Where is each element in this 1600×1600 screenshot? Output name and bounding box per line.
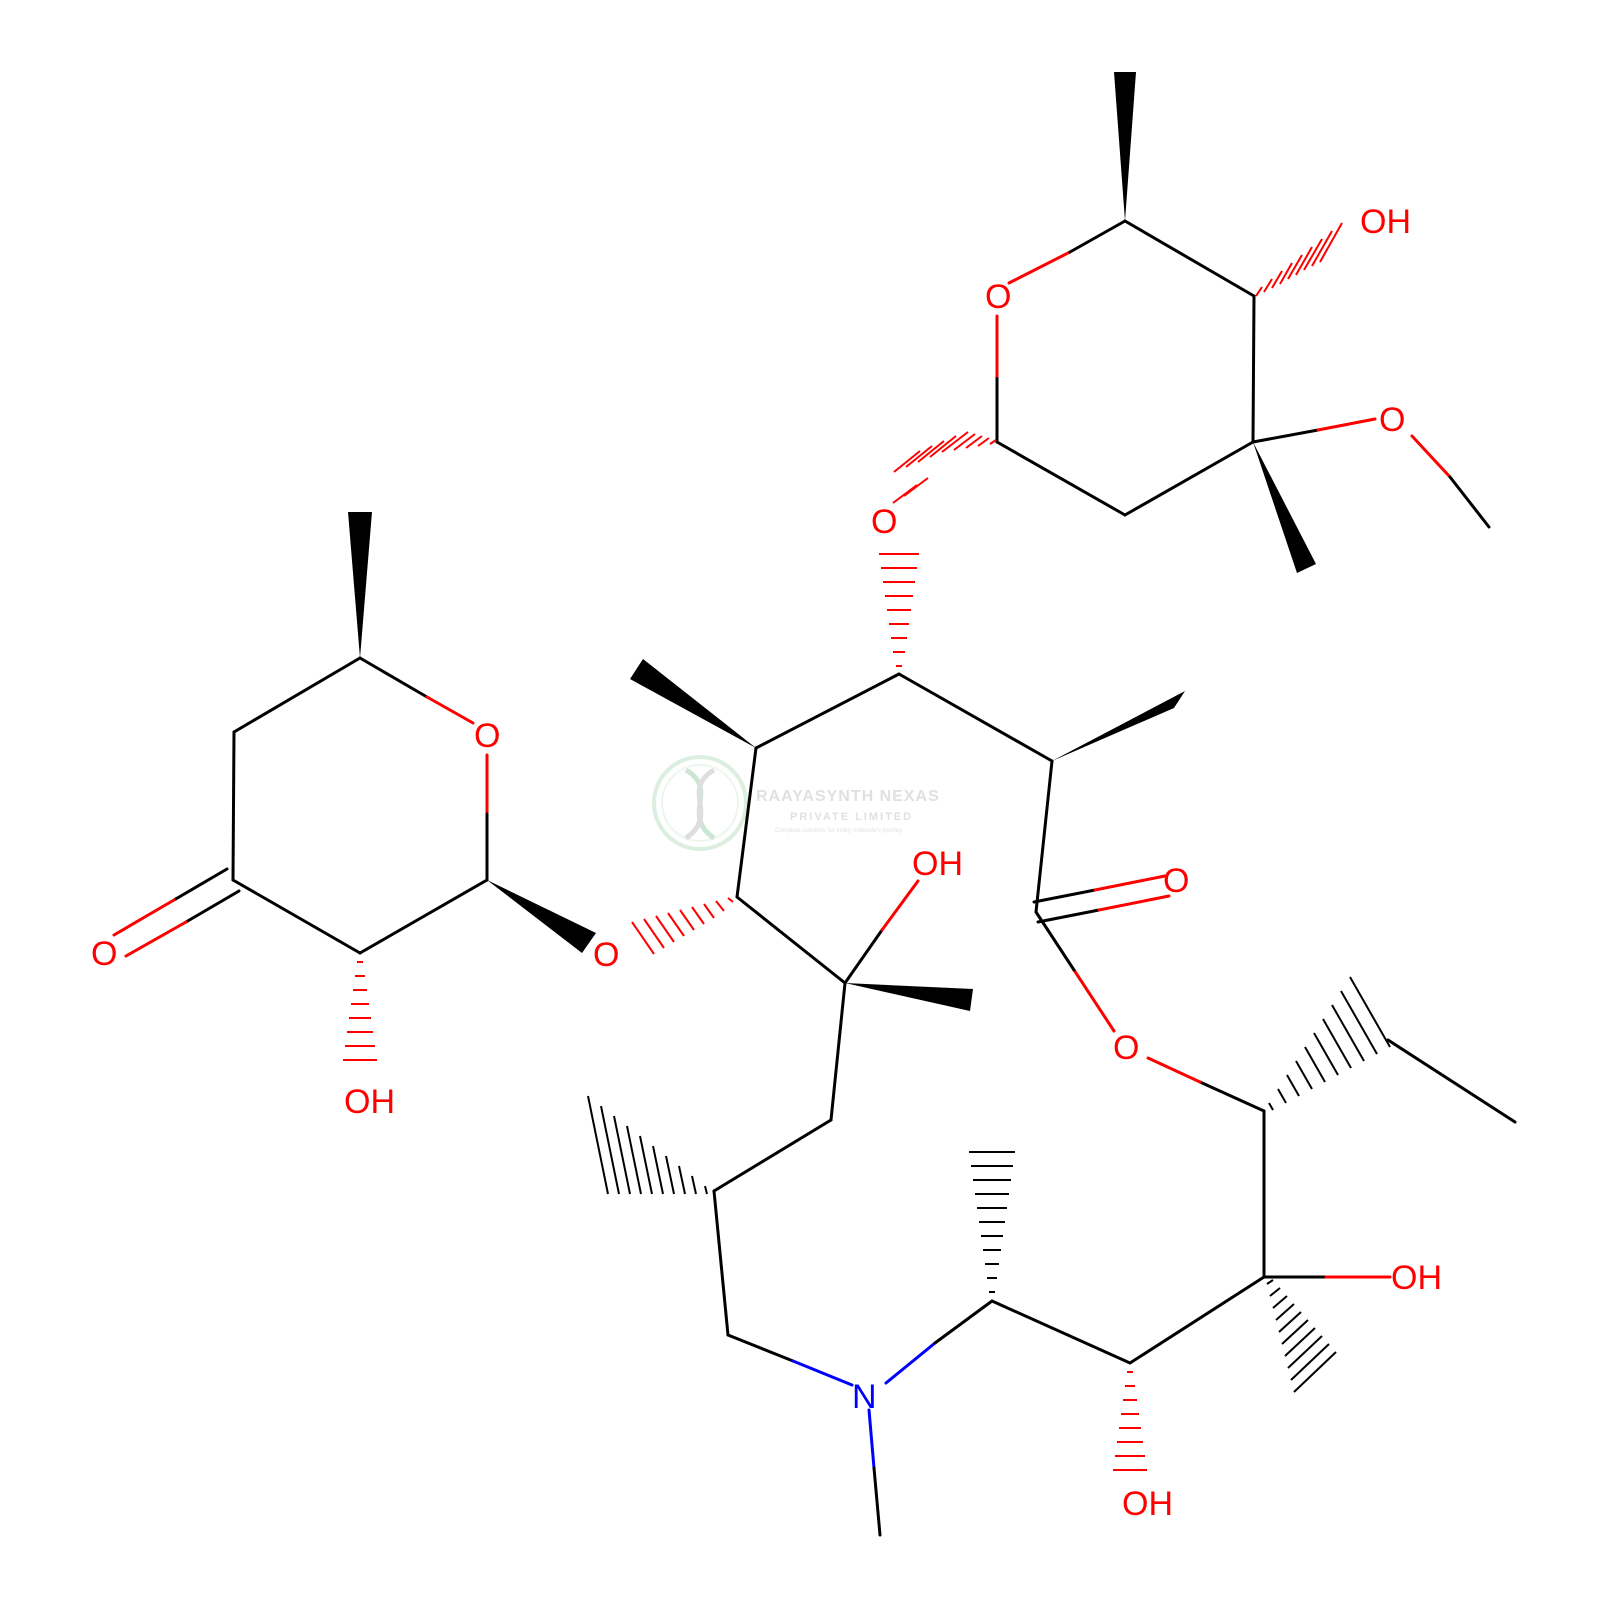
watermark: RAAYASYNTH NEXAS PRIVATE LIMITED Complet… (652, 755, 940, 851)
wedge (487, 880, 596, 953)
atom-oh-bottom: OH (1122, 1485, 1173, 1523)
bond (1036, 908, 1101, 924)
bond (1123, 219, 1256, 298)
bond (726, 1333, 795, 1363)
wedge (1114, 72, 1136, 221)
atom-o-glycoside-top: O (871, 503, 897, 541)
watermark-company: RAAYASYNTH NEXAS (756, 788, 940, 805)
bond (1410, 434, 1452, 479)
hash (1268, 976, 1391, 1111)
bond (884, 1341, 937, 1385)
atom-o-methoxy: O (1379, 401, 1405, 439)
bond (112, 898, 176, 937)
bond (880, 879, 920, 932)
atom-o-ketone: O (91, 935, 117, 973)
bond (735, 746, 758, 899)
wedge (845, 983, 973, 1011)
atom-oh-left-sugar: OH (344, 1083, 395, 1121)
bond (843, 928, 884, 985)
wedge (630, 659, 756, 748)
bond (1034, 759, 1054, 914)
bond (1146, 1056, 1202, 1084)
bond (1448, 475, 1491, 529)
bond (735, 895, 847, 985)
hash (879, 553, 919, 667)
atom-oh-right: OH (1391, 1259, 1442, 1297)
atom-o-carbonyl: O (1163, 862, 1189, 900)
bond (1072, 968, 1116, 1033)
bond (425, 695, 475, 725)
bond (1251, 428, 1320, 444)
hash (969, 1151, 1015, 1293)
bond (791, 1359, 854, 1387)
wedge (348, 512, 372, 658)
bond (1198, 1080, 1266, 1113)
atom-o-ester: O (1113, 1029, 1139, 1067)
watermark-subtitle: PRIVATE LIMITED (790, 811, 913, 823)
bond (990, 1299, 1132, 1365)
hash (1266, 1279, 1337, 1393)
bond (872, 1466, 882, 1537)
bond (712, 1189, 730, 1337)
bond (124, 920, 188, 958)
bond (231, 878, 362, 955)
atom-o-ring-left: O (474, 717, 500, 755)
atom-oh-top-right: OH (1360, 203, 1411, 241)
wedge-bonds (348, 72, 1316, 1011)
hashed-bonds (343, 222, 1391, 1471)
bond (1068, 219, 1127, 254)
bond (231, 730, 236, 882)
dna-helix-logo (652, 755, 748, 851)
wedge (1253, 442, 1316, 573)
hash (343, 961, 377, 1061)
bond (1007, 250, 1072, 285)
bond (933, 1299, 994, 1345)
watermark-tagline: Complete solutions for every molecule's … (775, 828, 902, 834)
bond (232, 656, 362, 734)
bond (1032, 888, 1097, 904)
bond (1386, 1038, 1517, 1124)
atom-o-ring-top: O (985, 278, 1011, 316)
bond (1128, 1275, 1266, 1365)
bond (1093, 874, 1167, 892)
bond (1251, 294, 1256, 444)
bond (1123, 440, 1255, 517)
bond (172, 867, 229, 902)
bond (829, 981, 847, 1122)
hash (892, 431, 997, 504)
bond (995, 440, 1127, 517)
bond (754, 672, 901, 750)
wedge (1052, 691, 1185, 761)
bond (897, 672, 1054, 763)
atom-o-glycoside-left: O (593, 936, 619, 974)
bond (867, 1408, 876, 1470)
atom-oh-tertiary: OH (912, 845, 963, 883)
bond (184, 889, 241, 924)
bond (1316, 417, 1377, 432)
hash (587, 1095, 708, 1195)
atom-n-amine: N (852, 1378, 877, 1416)
hash (1255, 222, 1343, 297)
bond (712, 1118, 833, 1193)
bonds (112, 219, 1517, 1537)
hash (1113, 1371, 1147, 1471)
atom-labels: O OH O O O O OH O OH O O OH OH N (91, 203, 1442, 1523)
hash (631, 897, 734, 955)
bond (358, 878, 489, 955)
bond (358, 656, 429, 699)
bond (1097, 894, 1171, 912)
